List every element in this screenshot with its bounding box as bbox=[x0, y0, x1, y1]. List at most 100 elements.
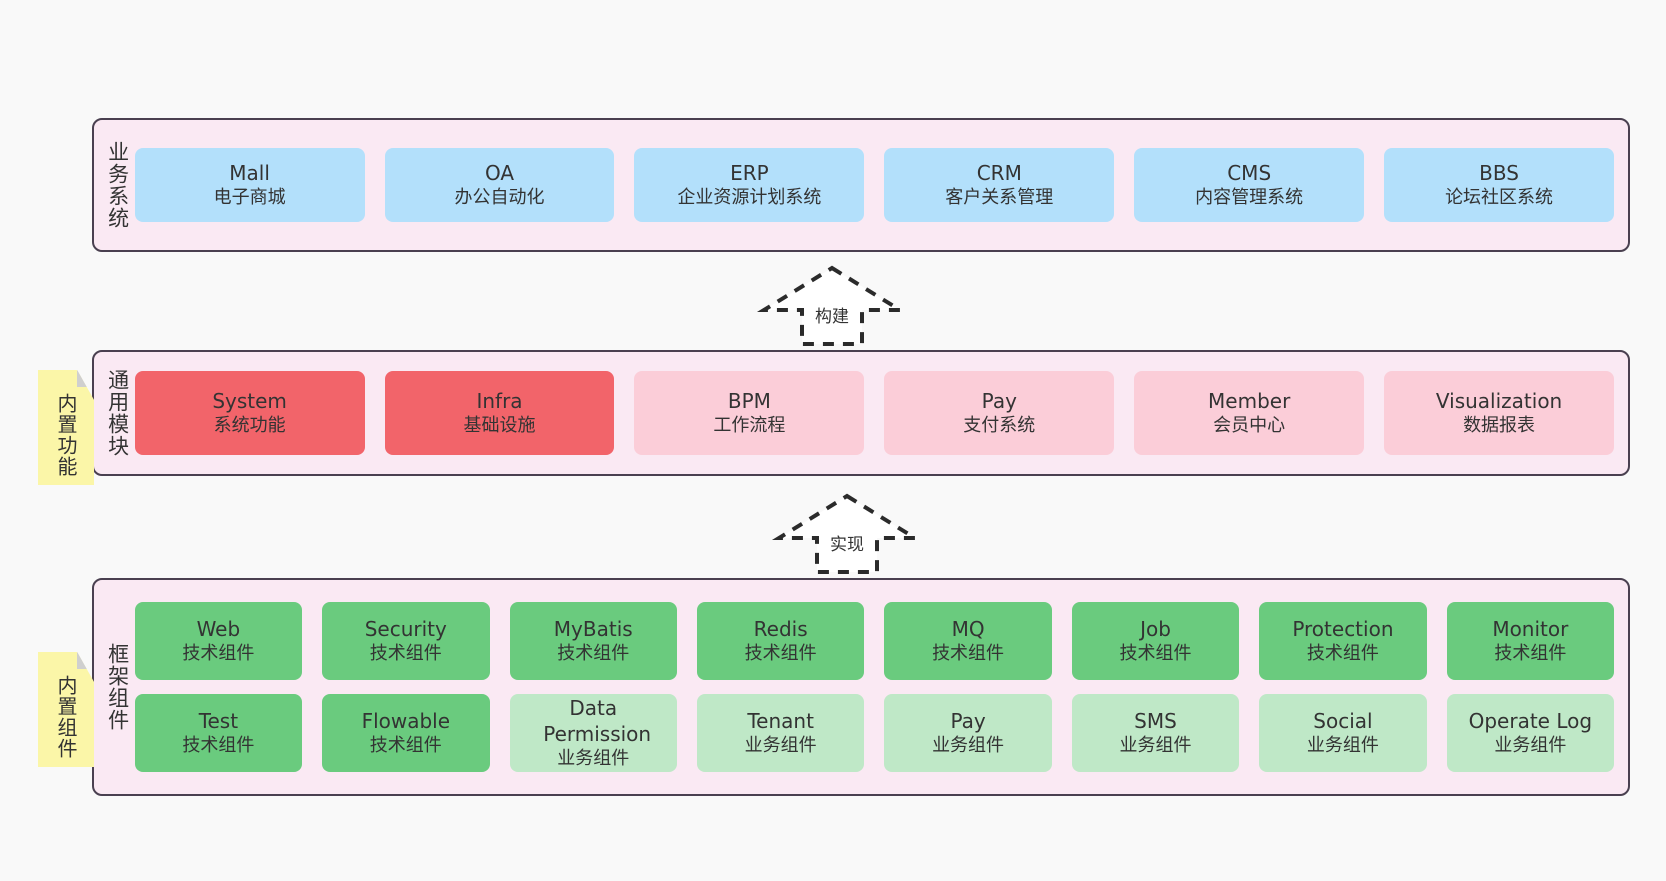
card-crm[interactable]: CRM 客户关系管理 bbox=[884, 148, 1115, 222]
card-erp[interactable]: ERP 企业资源计划系统 bbox=[634, 148, 865, 222]
arrow-build-shape bbox=[756, 265, 908, 346]
card-subtitle: 数据报表 bbox=[1463, 415, 1536, 437]
arrow-implement: 实现 bbox=[767, 490, 927, 578]
card-subtitle: 技术组件 bbox=[1119, 643, 1192, 665]
note-builtin-functions: 内置功能 bbox=[38, 370, 94, 485]
card-title: Social bbox=[1313, 709, 1373, 734]
card-subtitle: 业务组件 bbox=[1494, 735, 1567, 757]
card-title: Visualization bbox=[1435, 389, 1563, 414]
note-builtin-components: 内置组件 bbox=[38, 652, 94, 767]
arrow-implement-shape bbox=[771, 493, 923, 574]
card-title: Flowable bbox=[361, 709, 451, 734]
card-title: BPM bbox=[727, 389, 771, 414]
card-title: Redis bbox=[753, 617, 808, 642]
card-title: MyBatis bbox=[553, 617, 633, 642]
framework-card-row-1: Web 技术组件 Security 技术组件 MyBatis 技术组件 Redi… bbox=[134, 602, 1615, 680]
card-title: Job bbox=[1140, 617, 1171, 642]
card-title: Infra bbox=[476, 389, 523, 414]
card-subtitle: 业务组件 bbox=[1306, 735, 1379, 757]
card-subtitle: 系统功能 bbox=[213, 415, 286, 437]
card-redis[interactable]: Redis 技术组件 bbox=[696, 602, 865, 680]
card-protection[interactable]: Protection 技术组件 bbox=[1259, 602, 1427, 680]
card-social[interactable]: Social 业务组件 bbox=[1259, 694, 1427, 772]
card-title: Tenant bbox=[747, 709, 814, 734]
layer-business-body: Mall 电子商城 OA 办公自动化 ERP 企业资源计划系统 CRM 客户关系… bbox=[134, 128, 1615, 242]
card-tenant[interactable]: Tenant 业务组件 bbox=[696, 694, 865, 772]
card-subtitle: 业务组件 bbox=[932, 735, 1005, 757]
card-subtitle: 业务组件 bbox=[557, 748, 630, 770]
card-subtitle: 技术组件 bbox=[932, 643, 1005, 665]
card-operate-log[interactable]: Operate Log 业务组件 bbox=[1446, 694, 1615, 772]
card-title: Operate Log bbox=[1468, 709, 1593, 734]
card-title: CRM bbox=[976, 161, 1022, 186]
card-subtitle: 技术组件 bbox=[182, 735, 255, 757]
card-mybatis[interactable]: MyBatis 技术组件 bbox=[509, 602, 677, 680]
card-bbs[interactable]: BBS 论坛社区系统 bbox=[1384, 148, 1615, 222]
card-title: SMS bbox=[1134, 709, 1177, 734]
card-title: System bbox=[212, 389, 287, 414]
card-title: CMS bbox=[1227, 161, 1272, 186]
card-title: Member bbox=[1208, 389, 1291, 414]
card-flowable[interactable]: Flowable 技术组件 bbox=[322, 694, 490, 772]
card-cms[interactable]: CMS 内容管理系统 bbox=[1134, 148, 1365, 222]
card-security[interactable]: Security 技术组件 bbox=[322, 602, 490, 680]
card-visualization[interactable]: Visualization 数据报表 bbox=[1384, 371, 1615, 455]
card-title: ERP bbox=[730, 161, 769, 186]
card-oa[interactable]: OA 办公自动化 bbox=[384, 148, 615, 222]
card-subtitle: 技术组件 bbox=[557, 643, 630, 665]
card-title: Data Permission bbox=[543, 696, 652, 747]
card-subtitle: 办公自动化 bbox=[454, 187, 545, 209]
note-label: 内置功能 bbox=[54, 392, 78, 477]
card-system[interactable]: System 系统功能 bbox=[134, 371, 365, 455]
card-title: Pay bbox=[950, 709, 986, 734]
card-pay-module[interactable]: Pay 支付系统 bbox=[884, 371, 1115, 455]
card-mq[interactable]: MQ 技术组件 bbox=[884, 602, 1052, 680]
card-subtitle: 内容管理系统 bbox=[1195, 187, 1304, 209]
card-subtitle: 电子商城 bbox=[213, 187, 286, 209]
layer-framework-body: Web 技术组件 Security 技术组件 MyBatis 技术组件 Redi… bbox=[134, 588, 1615, 786]
card-subtitle: 技术组件 bbox=[369, 643, 442, 665]
card-infra[interactable]: Infra 基础设施 bbox=[384, 371, 615, 455]
layer-framework-caption: 框架组件 bbox=[105, 643, 130, 731]
layer-modules-caption: 通用模块 bbox=[105, 369, 130, 457]
arrow-build-label: 构建 bbox=[815, 307, 849, 327]
layer-business-system: 业务系统 Mall 电子商城 OA 办公自动化 ERP 企业资源计划系统 CRM bbox=[92, 118, 1630, 252]
card-subtitle: 技术组件 bbox=[1306, 643, 1379, 665]
card-title: MQ bbox=[951, 617, 985, 642]
card-subtitle: 论坛社区系统 bbox=[1445, 187, 1554, 209]
business-card-row: Mall 电子商城 OA 办公自动化 ERP 企业资源计划系统 CRM 客户关系… bbox=[134, 148, 1615, 222]
framework-card-row-2: Test 技术组件 Flowable 技术组件 Data Permission … bbox=[134, 694, 1615, 772]
card-title: OA bbox=[484, 161, 515, 186]
card-subtitle: 技术组件 bbox=[182, 643, 255, 665]
arrow-implement-label: 实现 bbox=[830, 535, 864, 555]
card-job[interactable]: Job 技术组件 bbox=[1071, 602, 1240, 680]
card-web[interactable]: Web 技术组件 bbox=[134, 602, 303, 680]
layer-framework-components: 框架组件 Web 技术组件 Security 技术组件 MyBatis 技术组件… bbox=[92, 578, 1630, 796]
card-subtitle: 业务组件 bbox=[744, 735, 817, 757]
card-data-permission[interactable]: Data Permission 业务组件 bbox=[509, 694, 677, 772]
card-subtitle: 会员中心 bbox=[1213, 415, 1286, 437]
arrow-build: 构建 bbox=[752, 262, 912, 350]
layer-modules-body: System 系统功能 Infra 基础设施 BPM 工作流程 Pay 支付系统… bbox=[134, 360, 1615, 466]
card-subtitle: 支付系统 bbox=[963, 415, 1036, 437]
card-title: Monitor bbox=[1492, 617, 1569, 642]
modules-card-row: System 系统功能 Infra 基础设施 BPM 工作流程 Pay 支付系统… bbox=[134, 371, 1615, 455]
card-subtitle: 基础设施 bbox=[463, 415, 536, 437]
card-mall[interactable]: Mall 电子商城 bbox=[134, 148, 365, 222]
card-subtitle: 客户关系管理 bbox=[945, 187, 1054, 209]
card-title: Security bbox=[364, 617, 447, 642]
card-monitor[interactable]: Monitor 技术组件 bbox=[1446, 602, 1615, 680]
card-title: BBS bbox=[1479, 161, 1519, 186]
card-title: Protection bbox=[1292, 617, 1394, 642]
note-label: 内置组件 bbox=[54, 674, 78, 759]
card-bpm[interactable]: BPM 工作流程 bbox=[634, 371, 865, 455]
card-member[interactable]: Member 会员中心 bbox=[1134, 371, 1365, 455]
card-subtitle: 技术组件 bbox=[744, 643, 817, 665]
layer-common-modules: 通用模块 System 系统功能 Infra 基础设施 BPM 工作流程 Pay bbox=[92, 350, 1630, 476]
card-pay-component[interactable]: Pay 业务组件 bbox=[884, 694, 1052, 772]
layer-business-caption: 业务系统 bbox=[105, 141, 130, 229]
card-test[interactable]: Test 技术组件 bbox=[134, 694, 303, 772]
card-sms[interactable]: SMS 业务组件 bbox=[1071, 694, 1240, 772]
card-title: Mall bbox=[229, 161, 270, 186]
